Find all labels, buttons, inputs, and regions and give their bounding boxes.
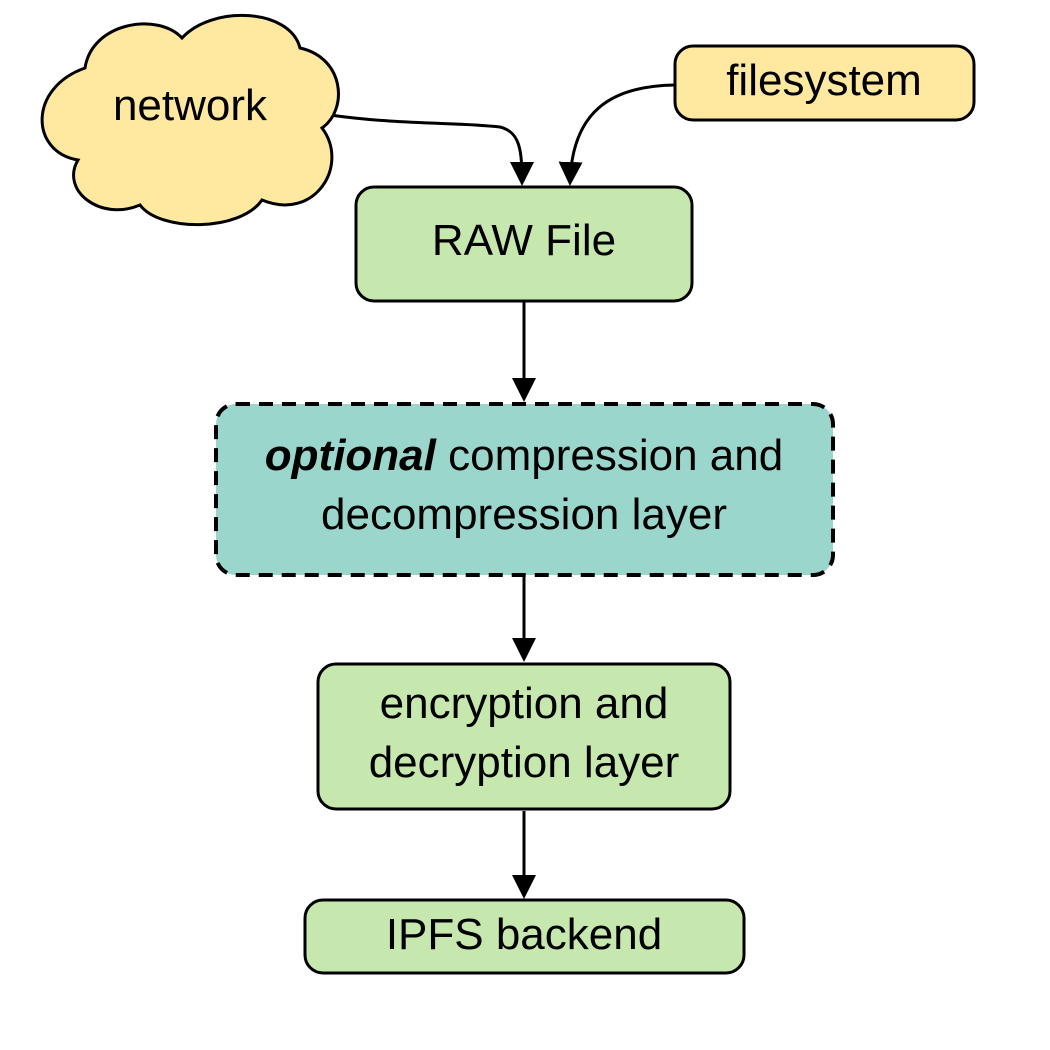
- raw-file-box: [354, 185, 694, 303]
- raw-file-label: RAW File: [432, 216, 616, 265]
- encryption-layer-line1: encryption and: [380, 679, 669, 728]
- filesystem-label: filesystem: [726, 56, 922, 105]
- compression-layer-line2: decompression layer: [321, 490, 727, 539]
- cloud-shape: [40, 13, 340, 227]
- filesystem-node: filesystem: [673, 44, 976, 122]
- compression-layer-line1-rest: compression and: [436, 431, 783, 480]
- filesystem-box: [673, 44, 976, 122]
- compression-layer-box: [214, 402, 835, 577]
- ipfs-backend-label: IPFS backend: [386, 910, 662, 959]
- raw-file-node: RAW File: [354, 185, 694, 303]
- ipfs-backend-node: IPFS backend: [303, 898, 746, 975]
- edge-network-to-raw-file: [329, 113, 534, 186]
- compression-layer-line1: optional compression and: [265, 431, 783, 480]
- edge-filesystem-to-raw-file: [558, 83, 676, 186]
- network-cloud-node: network: [40, 13, 340, 227]
- network-label: network: [113, 81, 268, 130]
- encryption-layer-box: [316, 662, 732, 811]
- compression-layer-node: optional compression and decompression l…: [214, 402, 835, 577]
- encryption-layer-node: encryption and decryption layer: [316, 662, 732, 811]
- ipfs-backend-box: [303, 898, 746, 975]
- encryption-layer-line2: decryption layer: [369, 738, 680, 787]
- optional-emphasis: optional: [265, 431, 437, 480]
